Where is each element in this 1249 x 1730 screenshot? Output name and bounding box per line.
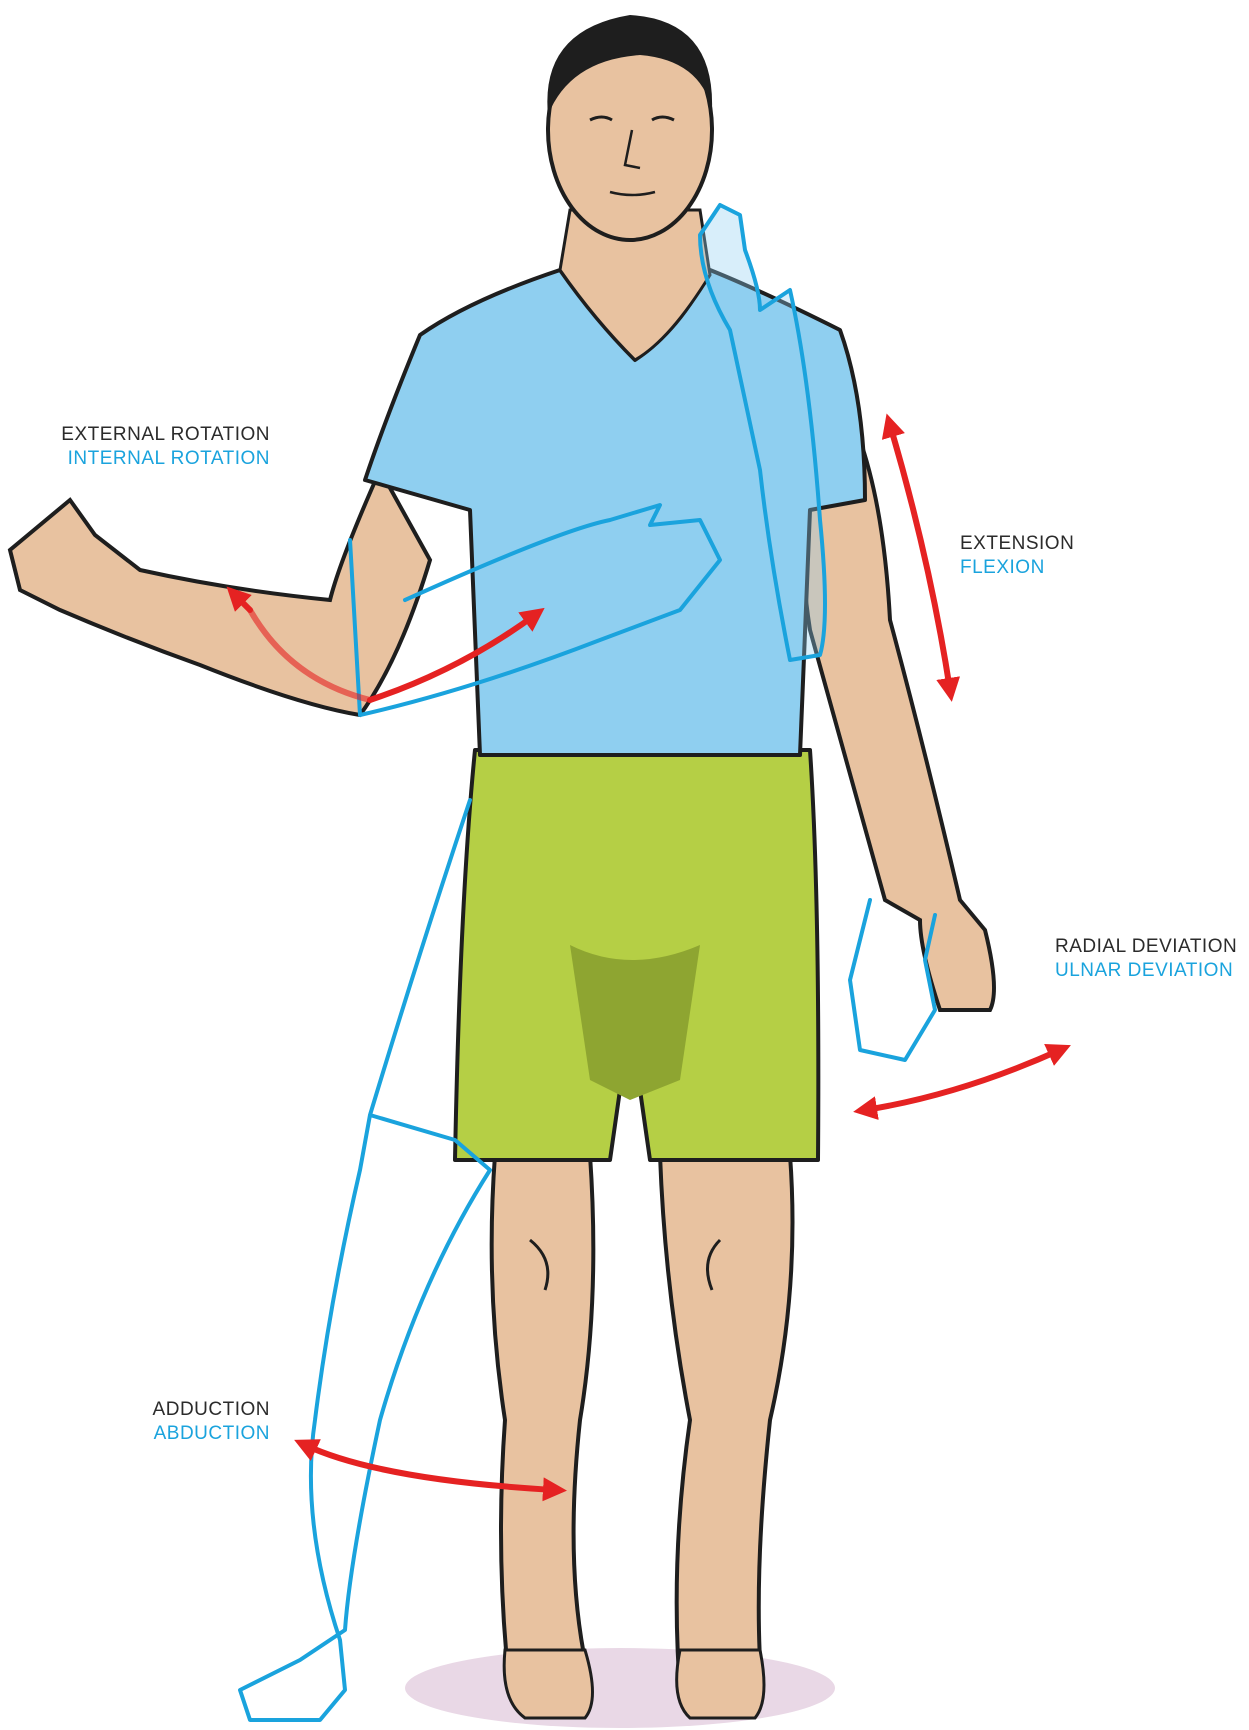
- legs: [492, 1155, 793, 1690]
- shorts: [455, 750, 818, 1160]
- hip-abduction-label: ADDUCTION ABDUCTION: [153, 1398, 270, 1446]
- raised-arm: [10, 470, 430, 715]
- flexion-text: FLEXION: [960, 556, 1074, 580]
- external-rotation-text: EXTERNAL ROTATION: [61, 423, 270, 447]
- ghost-leg-abducted: [240, 800, 490, 1720]
- adduction-text: ADDUCTION: [153, 1398, 270, 1422]
- elbow-flexion-label: EXTENSION FLEXION: [960, 532, 1074, 580]
- ulnar-deviation-text: ULNAR DEVIATION: [1055, 959, 1237, 983]
- head: [547, 15, 712, 240]
- abduction-text: ABDUCTION: [153, 1422, 270, 1446]
- radial-deviation-text: RADIAL DEVIATION: [1055, 935, 1237, 959]
- shoulder-rotation-label: EXTERNAL ROTATION INTERNAL ROTATION: [61, 423, 270, 471]
- wrist-deviation-label: RADIAL DEVIATION ULNAR DEVIATION: [1055, 935, 1237, 983]
- extension-text: EXTENSION: [960, 532, 1074, 556]
- floor-shadow: [405, 1648, 835, 1728]
- internal-rotation-text: INTERNAL ROTATION: [61, 447, 270, 471]
